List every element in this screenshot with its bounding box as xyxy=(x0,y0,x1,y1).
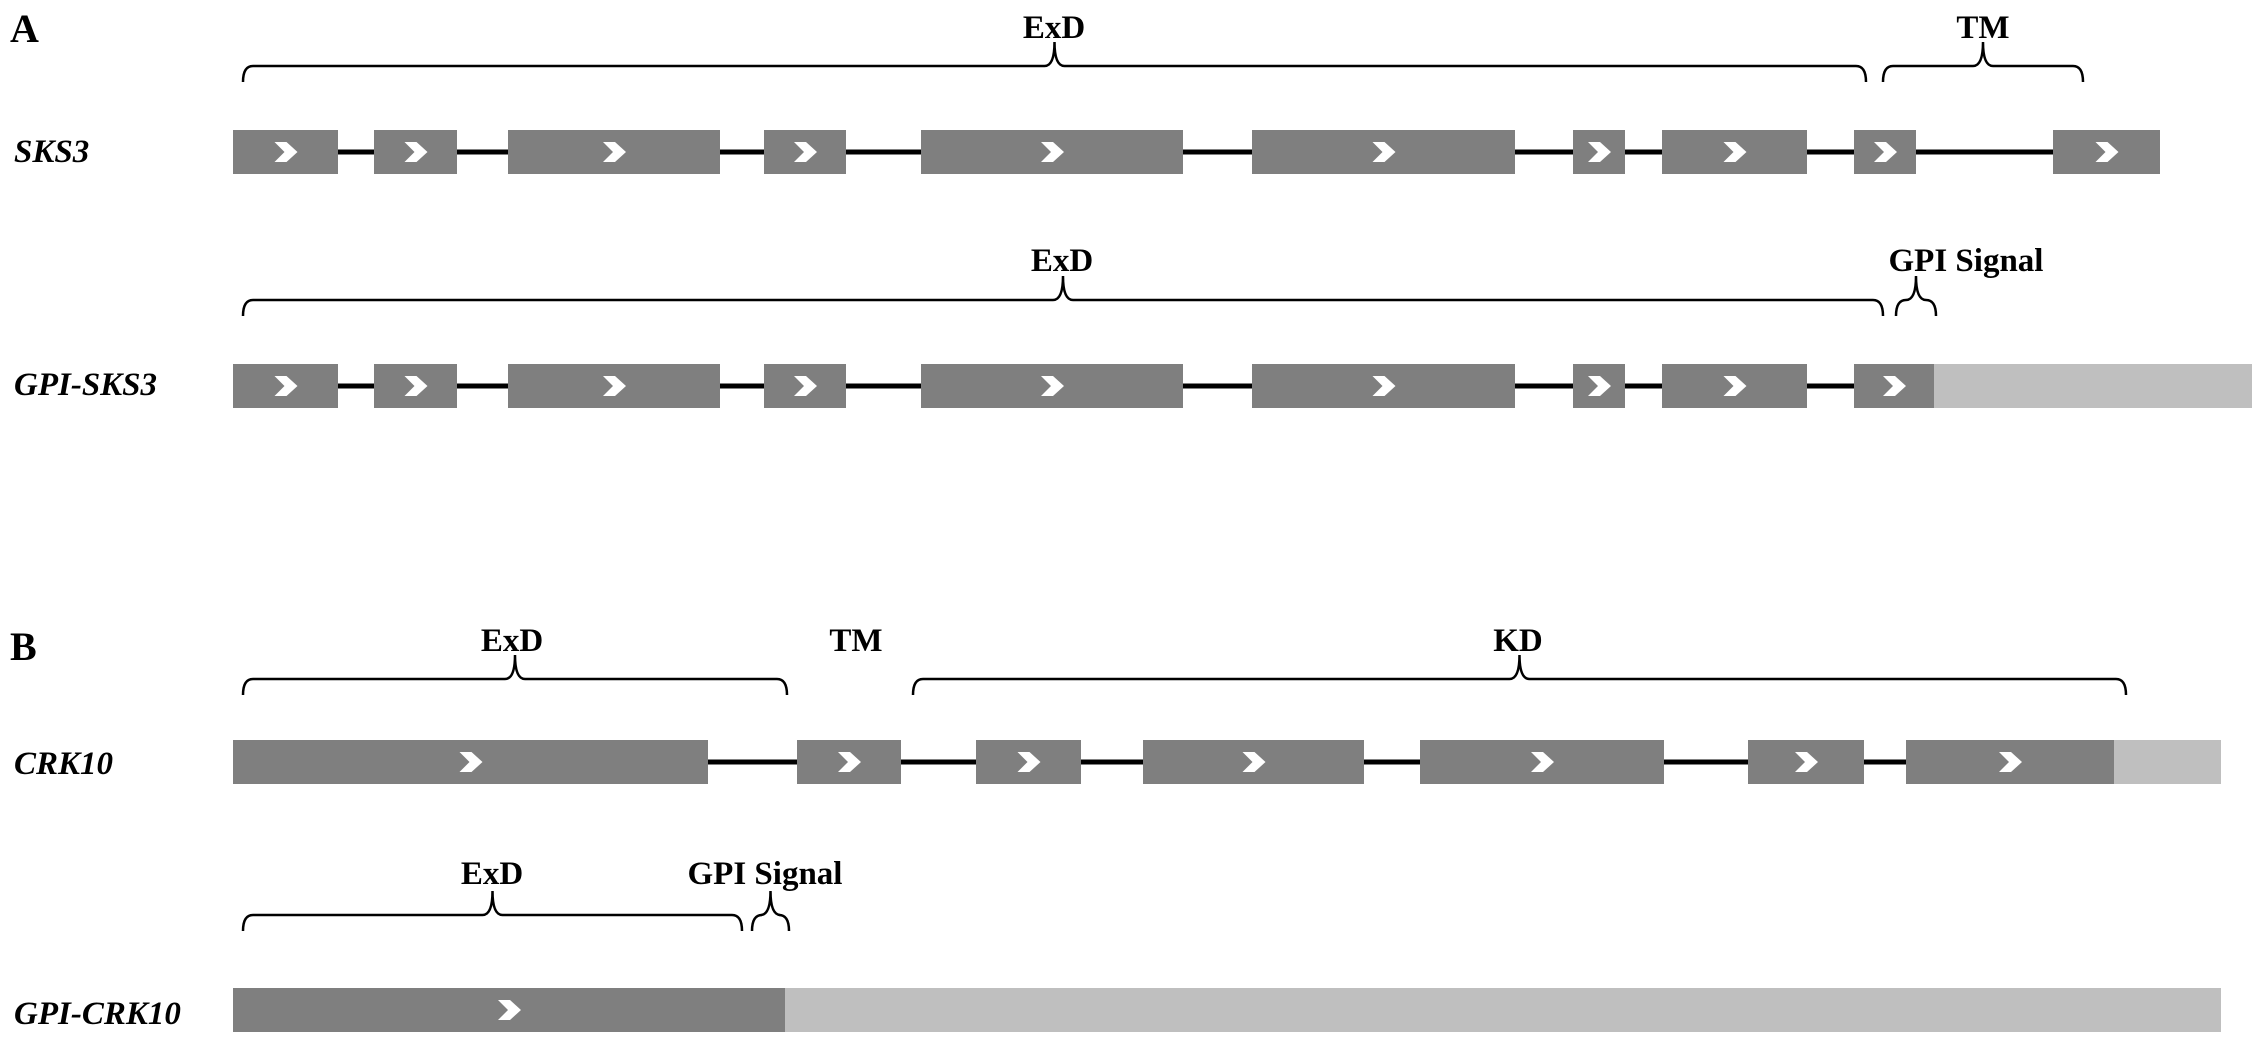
track-crk10 xyxy=(233,740,2221,784)
exon-arrow-icon xyxy=(1999,752,2022,772)
domain-label-gpi-sks3-gpi-signal: GPI Signal xyxy=(1889,243,2044,279)
exon-arrow-icon xyxy=(1723,142,1747,162)
utr-block xyxy=(785,988,2221,1032)
exon-arrow-icon xyxy=(1874,142,1897,162)
exon-arrow-icon xyxy=(2095,142,2119,162)
exon-arrow-icon xyxy=(603,142,626,162)
domain-label-sks3-tm: TM xyxy=(1956,10,2009,46)
domain-label-gpi-crk10-exd: ExD xyxy=(461,856,523,892)
domain-label-gpi-sks3-exd: ExD xyxy=(1031,243,1093,279)
exon-arrow-icon xyxy=(1588,376,1611,396)
track-sks3 xyxy=(233,130,2160,174)
utr-block xyxy=(1934,364,2252,408)
gene-name-gpi-sks3: GPI-SKS3 xyxy=(14,367,157,403)
exon-arrow-icon xyxy=(838,752,861,772)
utr-block xyxy=(2114,740,2221,784)
track-gpi-crk10 xyxy=(233,988,2221,1032)
panel-letter-a: A xyxy=(10,6,39,51)
exon-arrow-icon xyxy=(404,142,428,162)
domain-label-gpi-crk10-gpi-signal: GPI Signal xyxy=(688,856,843,892)
gene-name-crk10: CRK10 xyxy=(14,746,113,782)
exon-arrow-icon xyxy=(404,376,428,396)
bracket-sks3-tm xyxy=(1881,41,2085,83)
exon-arrow-icon xyxy=(1795,752,1818,772)
domain-label-crk10-kd: KD xyxy=(1493,623,1543,659)
domain-label-sks3-exd: ExD xyxy=(1023,10,1085,46)
bracket-crk10-exd xyxy=(241,654,789,696)
exon-arrow-icon xyxy=(1588,142,1611,162)
domain-label-crk10-exd: ExD xyxy=(481,623,543,659)
exon-arrow-icon xyxy=(459,752,483,772)
exon-arrow-icon xyxy=(1372,376,1396,396)
gene-name-gpi-crk10: GPI-CRK10 xyxy=(14,996,181,1032)
panel-letter-b: B xyxy=(10,624,37,669)
bracket-gpi-crk10-gpi-signal xyxy=(750,890,791,932)
exon-arrow-icon xyxy=(1372,142,1396,162)
bracket-sks3-exd xyxy=(241,41,1868,83)
exon-arrow-icon xyxy=(1041,142,1064,162)
bracket-crk10-kd xyxy=(911,654,2128,696)
exon-arrow-icon xyxy=(794,142,817,162)
exon-arrow-icon xyxy=(1531,752,1554,772)
exon-arrow-icon xyxy=(794,376,817,396)
bracket-gpi-sks3-gpi-signal xyxy=(1894,275,1938,317)
exon-arrow-icon xyxy=(274,376,298,396)
exon-arrow-icon xyxy=(1242,752,1266,772)
exon-arrow-icon xyxy=(1017,752,1041,772)
exon-arrow-icon xyxy=(1041,376,1064,396)
exon-arrow-icon xyxy=(603,376,626,396)
exon-arrow-icon xyxy=(1883,376,1906,396)
exon-arrow-icon xyxy=(274,142,298,162)
track-gpi-sks3 xyxy=(233,364,2252,408)
exon-arrow-icon xyxy=(498,1000,521,1020)
domain-brackets xyxy=(241,41,2128,932)
domain-label-crk10-tm: TM xyxy=(829,623,882,659)
bracket-gpi-sks3-exd xyxy=(241,275,1885,317)
exon-arrow-icon xyxy=(1723,376,1747,396)
gene-name-sks3: SKS3 xyxy=(14,134,89,170)
bracket-gpi-crk10-exd xyxy=(241,890,744,932)
